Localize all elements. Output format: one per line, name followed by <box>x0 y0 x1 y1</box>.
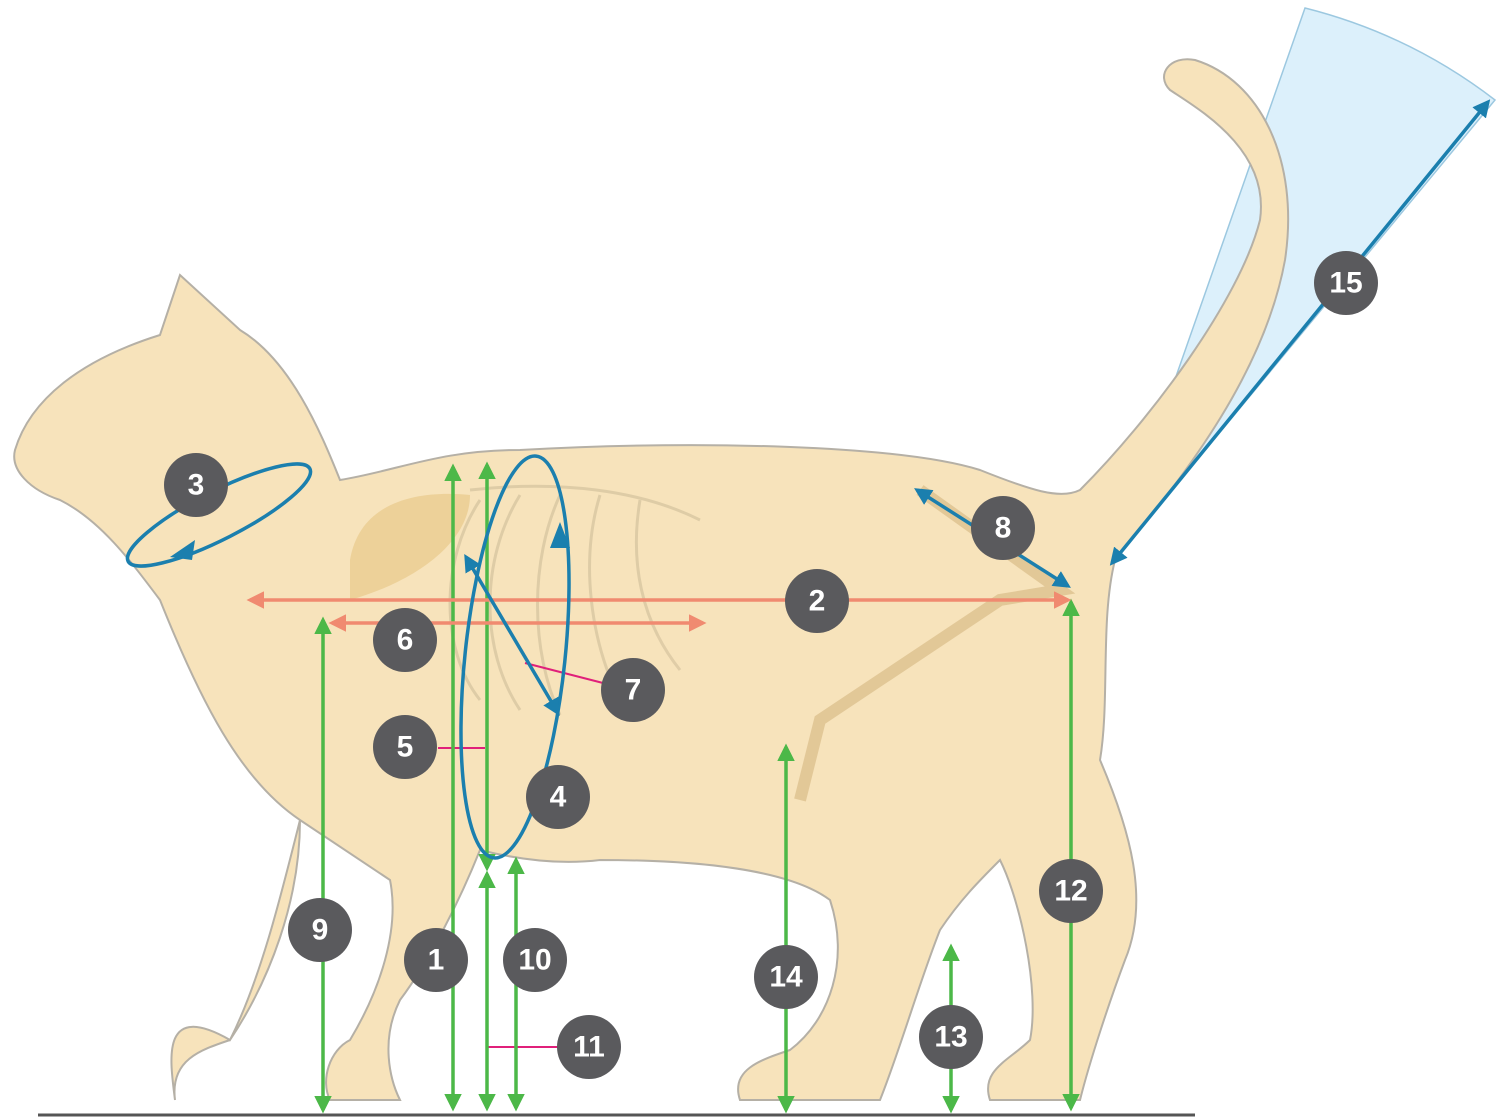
badge-15: 15 <box>1314 251 1378 315</box>
badge-2-label: 2 <box>809 585 826 618</box>
badge-10: 10 <box>503 928 567 992</box>
badge-2: 2 <box>785 569 849 633</box>
badge-1: 1 <box>404 928 468 992</box>
badge-3: 3 <box>164 453 228 517</box>
badge-8-label: 8 <box>995 512 1012 545</box>
badge-12-label: 12 <box>1054 875 1087 908</box>
badge-7: 7 <box>601 658 665 722</box>
badge-14-label: 14 <box>769 961 803 994</box>
badge-4: 4 <box>526 765 590 829</box>
badge-12: 12 <box>1039 859 1103 923</box>
badge-1-label: 1 <box>428 944 445 977</box>
badge-7-label: 7 <box>625 674 642 707</box>
measure-7-line <box>464 553 560 717</box>
badge-5: 5 <box>373 715 437 779</box>
cat-silhouette <box>13 58 1290 1101</box>
badge-8: 8 <box>971 496 1035 560</box>
badge-9: 9 <box>288 898 352 962</box>
scapula <box>350 493 470 600</box>
badge-11-label: 11 <box>573 1031 605 1064</box>
measure-4-arrowhead <box>550 522 570 548</box>
badge-15-label: 15 <box>1329 267 1362 300</box>
badge-3-label: 3 <box>188 469 205 502</box>
measure-3-arrowhead <box>170 540 195 560</box>
badge-6: 6 <box>373 608 437 672</box>
badge-11: 11 <box>557 1015 621 1079</box>
measure-15-line <box>1109 99 1491 566</box>
badge-4-label: 4 <box>550 781 567 814</box>
badge-5-label: 5 <box>397 731 414 764</box>
badge-14: 14 <box>754 945 818 1009</box>
badge-13: 13 <box>919 1005 983 1069</box>
badge-10-label: 10 <box>518 944 551 977</box>
badge-9-label: 9 <box>312 914 329 947</box>
badge-6-label: 6 <box>397 624 414 657</box>
badge-13-label: 13 <box>934 1021 967 1054</box>
